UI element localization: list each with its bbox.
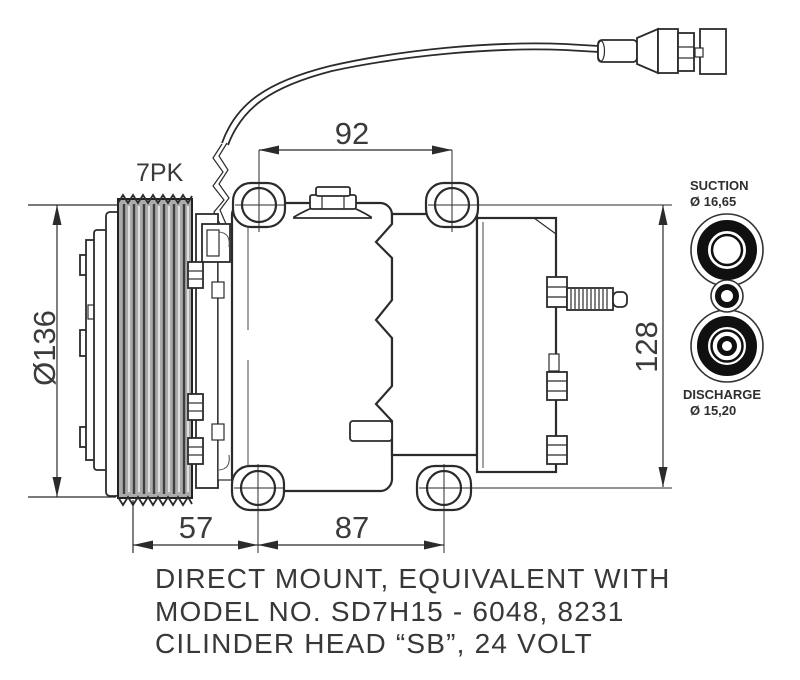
dim-pulley-diameter-label: Ø136 <box>27 310 62 386</box>
stud-assembly <box>546 276 628 311</box>
note-line-1: DIRECT MOUNT, EQUIVALENT WITH <box>155 563 671 594</box>
notes-block: DIRECT MOUNT, EQUIVALENT WITH MODEL NO. … <box>155 563 671 659</box>
fitting-body <box>309 194 357 210</box>
discharge-label: DISCHARGE <box>683 387 761 402</box>
discharge-diameter-label: Ø 15,20 <box>690 403 736 418</box>
stud-boss <box>546 276 568 308</box>
stud-thread-hatch <box>570 289 608 309</box>
ear-centerlines <box>234 150 672 553</box>
connector-flare <box>636 27 659 75</box>
head-bolt-3 <box>546 435 568 465</box>
bracket-slot-2 <box>211 423 225 441</box>
cable-wire-zigzag-2 <box>218 142 230 225</box>
cylinder-barrel <box>374 212 479 457</box>
stud-thread <box>566 287 614 311</box>
head-bolts <box>546 276 628 465</box>
cylinder-head <box>475 216 558 474</box>
suction-diameter-label: Ø 16,65 <box>690 194 736 209</box>
plate-bolt-3 <box>187 437 204 465</box>
dimension-pulley-diameter: Ø136 <box>27 204 118 498</box>
dimension-bottom-spans: 57 87 <box>132 500 444 553</box>
dimension-body-height: 128 <box>629 205 668 487</box>
note-line-2: MODEL NO. SD7H15 - 6048, 8231 <box>155 596 625 627</box>
dim-mount-span-label: 87 <box>335 510 369 545</box>
bottom-boss <box>349 420 393 442</box>
bracket-slot-1 <box>211 281 225 299</box>
pulley-groove-ribs <box>122 204 189 494</box>
pulley-serration-top <box>117 193 193 205</box>
head-top-chamfer <box>533 217 557 235</box>
front-housing <box>230 201 394 493</box>
compressor-body <box>230 186 558 493</box>
connector-housing <box>699 28 727 75</box>
dimension-top-span: 92 <box>259 116 452 155</box>
suction-label: SUCTION <box>690 178 749 193</box>
pulley <box>117 193 193 507</box>
dim-pulley-offset-label: 57 <box>179 510 213 545</box>
dim-top-span-label: 92 <box>335 116 369 151</box>
connector-plug <box>596 27 727 75</box>
plate-bolt-2 <box>187 393 204 421</box>
casting-hook-top <box>218 231 230 248</box>
fitting-cap <box>315 186 351 197</box>
head-bolt-2 <box>546 371 568 401</box>
connector-mid <box>677 32 695 72</box>
stud-tip <box>612 291 628 308</box>
mounting-ears <box>230 150 672 553</box>
note-line-3: CILINDER HEAD “SB”, 24 VOLT <box>155 628 593 659</box>
connector-barrel <box>657 28 679 74</box>
connector-ferrule-end <box>596 40 606 62</box>
head-tab <box>548 353 560 372</box>
top-port-fitting <box>293 186 372 219</box>
clutch-assembly <box>79 211 121 497</box>
cable-inner <box>227 48 600 146</box>
cable-outer <box>221 42 600 144</box>
dim-body-height-label: 128 <box>629 321 664 373</box>
pulley-belt-label: 7PK <box>136 159 184 187</box>
connector-latch <box>694 47 704 58</box>
suction-port <box>697 220 757 280</box>
port-bolt-hole <box>715 284 739 308</box>
pulley-serration-bottom <box>117 495 193 507</box>
power-cable <box>212 42 600 227</box>
plate-bolt-1 <box>187 261 204 289</box>
cable-wire-zigzag <box>212 143 225 227</box>
port-diagram: SUCTION Ø 16,65 DISCHARGE Ø 15,20 <box>683 178 764 418</box>
discharge-port <box>697 316 757 376</box>
casting-hook-bottom <box>218 454 230 471</box>
terminal-inner <box>206 229 220 257</box>
